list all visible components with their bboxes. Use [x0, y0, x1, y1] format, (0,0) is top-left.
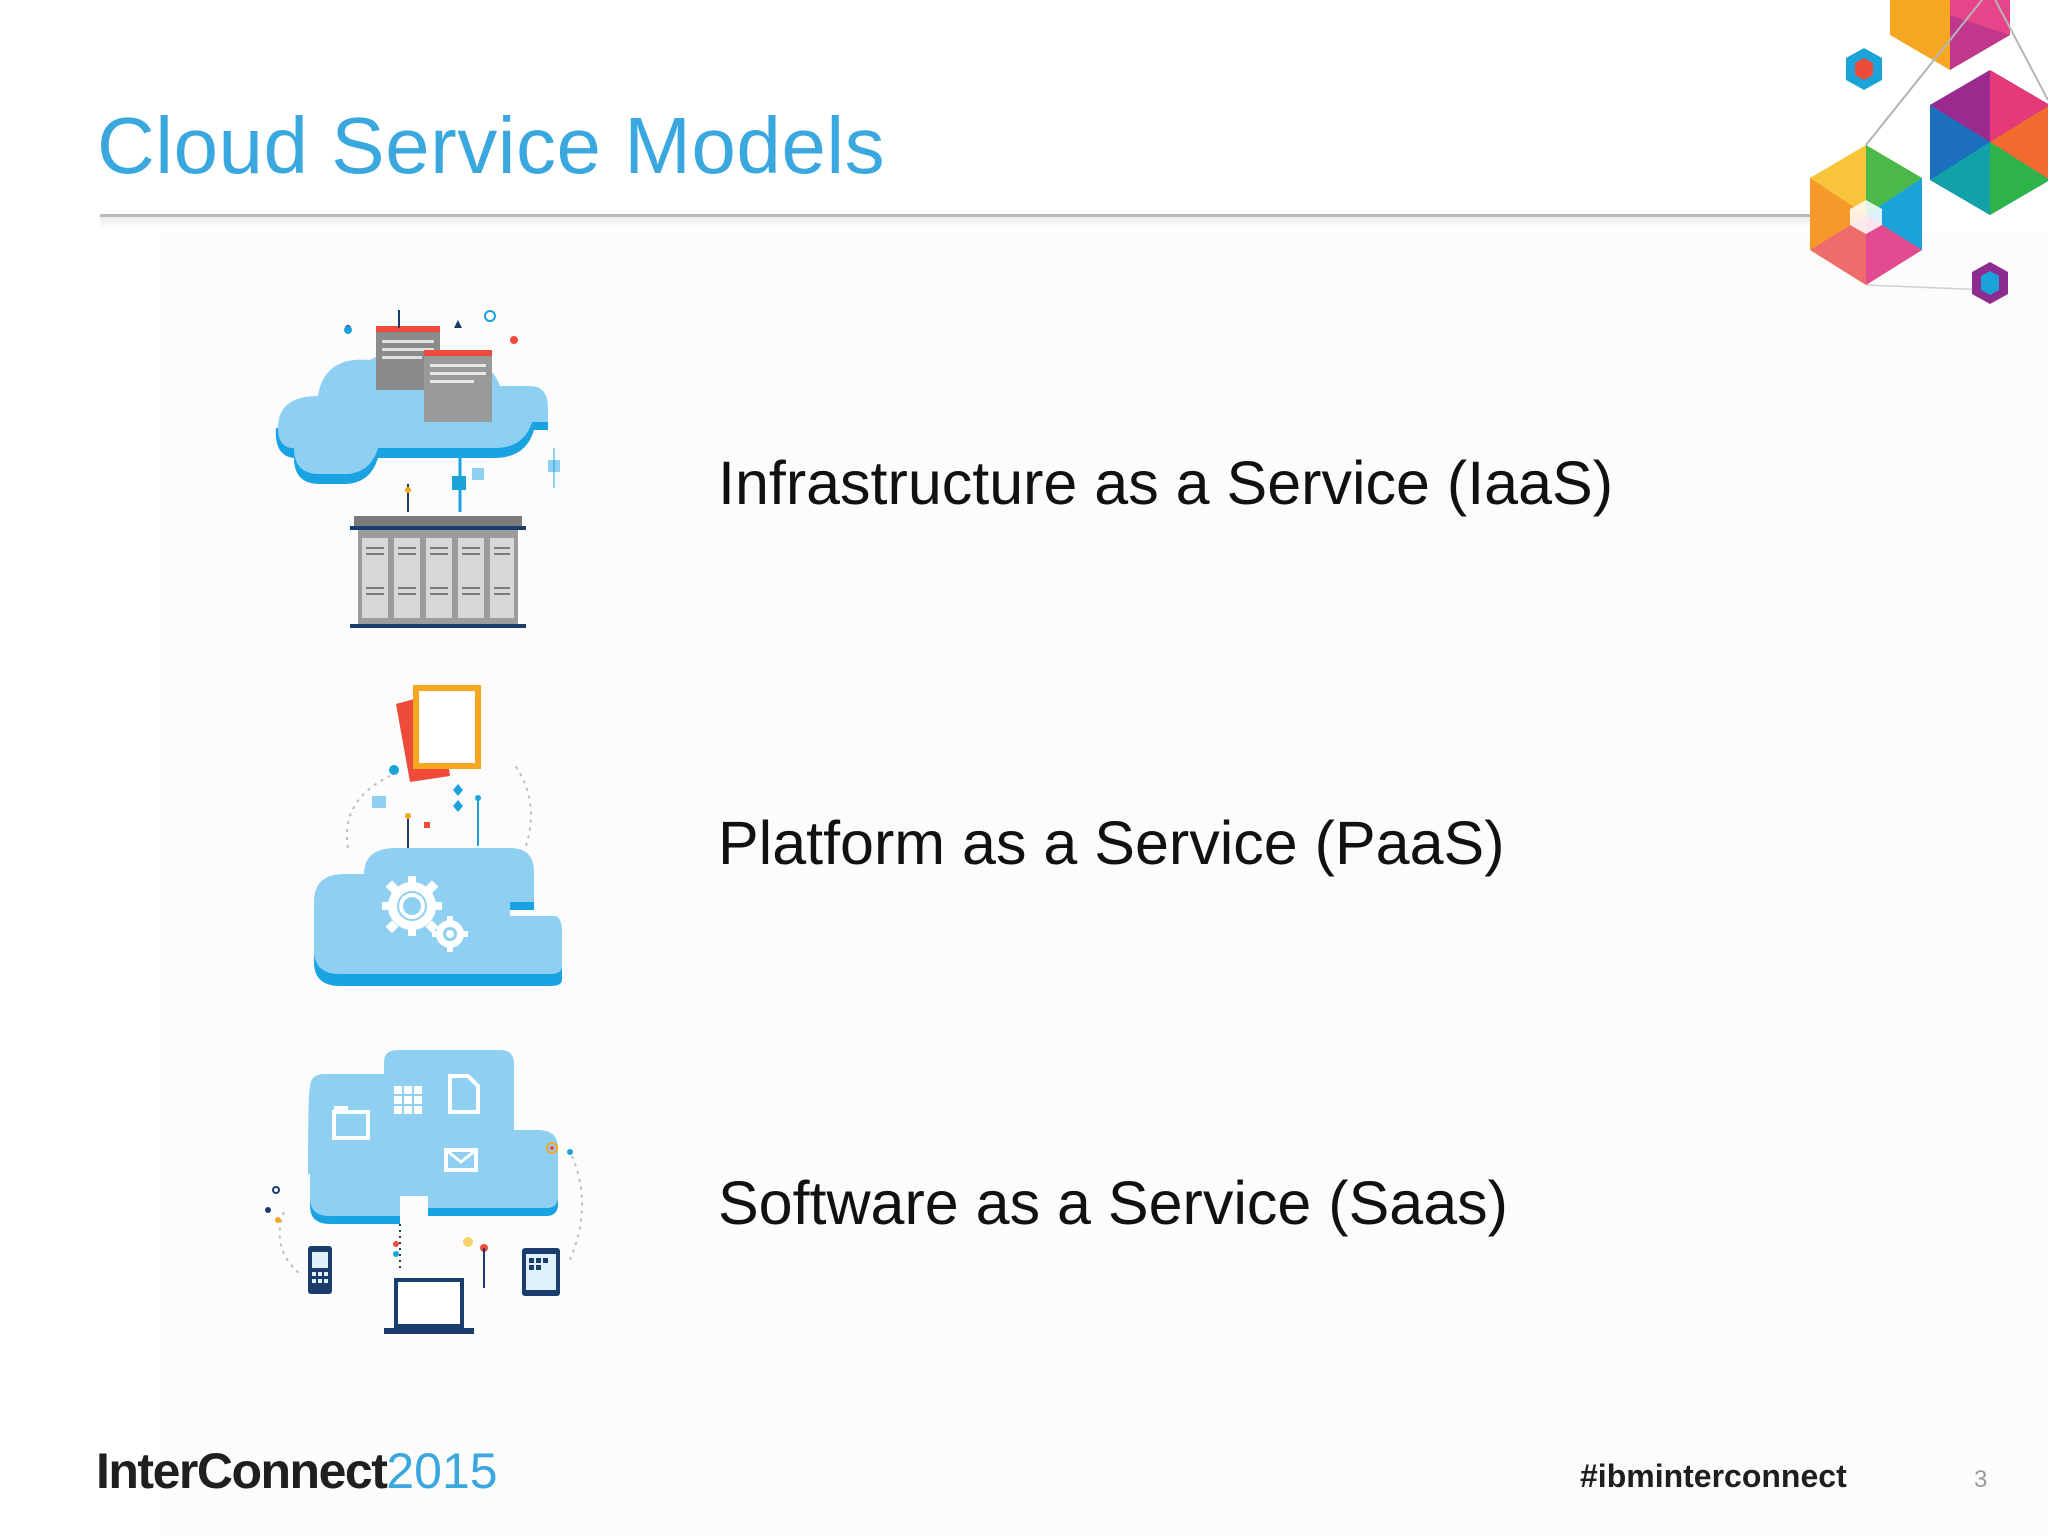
model-label-paas: Platform as a Service (PaaS): [718, 809, 1505, 877]
title-divider-shadow: [100, 217, 1825, 229]
hexagon-decoration-icon: [1810, 0, 2048, 304]
model-label-iaas: Infrastructure as a Service (IaaS): [718, 449, 1614, 517]
footer-brand-year: 2015: [386, 1443, 498, 1499]
cloud-gears-icon: [314, 685, 562, 986]
slide-title: Cloud Service Models: [97, 101, 886, 190]
model-label-saas: Software as a Service (Saas): [718, 1169, 1508, 1237]
footer-brand-logo: InterConnect2015: [96, 1442, 498, 1500]
footer-brand-text: InterConnect: [96, 1443, 388, 1499]
title-divider: [100, 214, 1825, 217]
footer-hashtag: #ibminterconnect: [1580, 1458, 1847, 1494]
cloud-servers-icon: [275, 310, 560, 628]
cloud-apps-devices-icon: [265, 1050, 584, 1334]
page-number: 3: [1974, 1466, 1988, 1493]
